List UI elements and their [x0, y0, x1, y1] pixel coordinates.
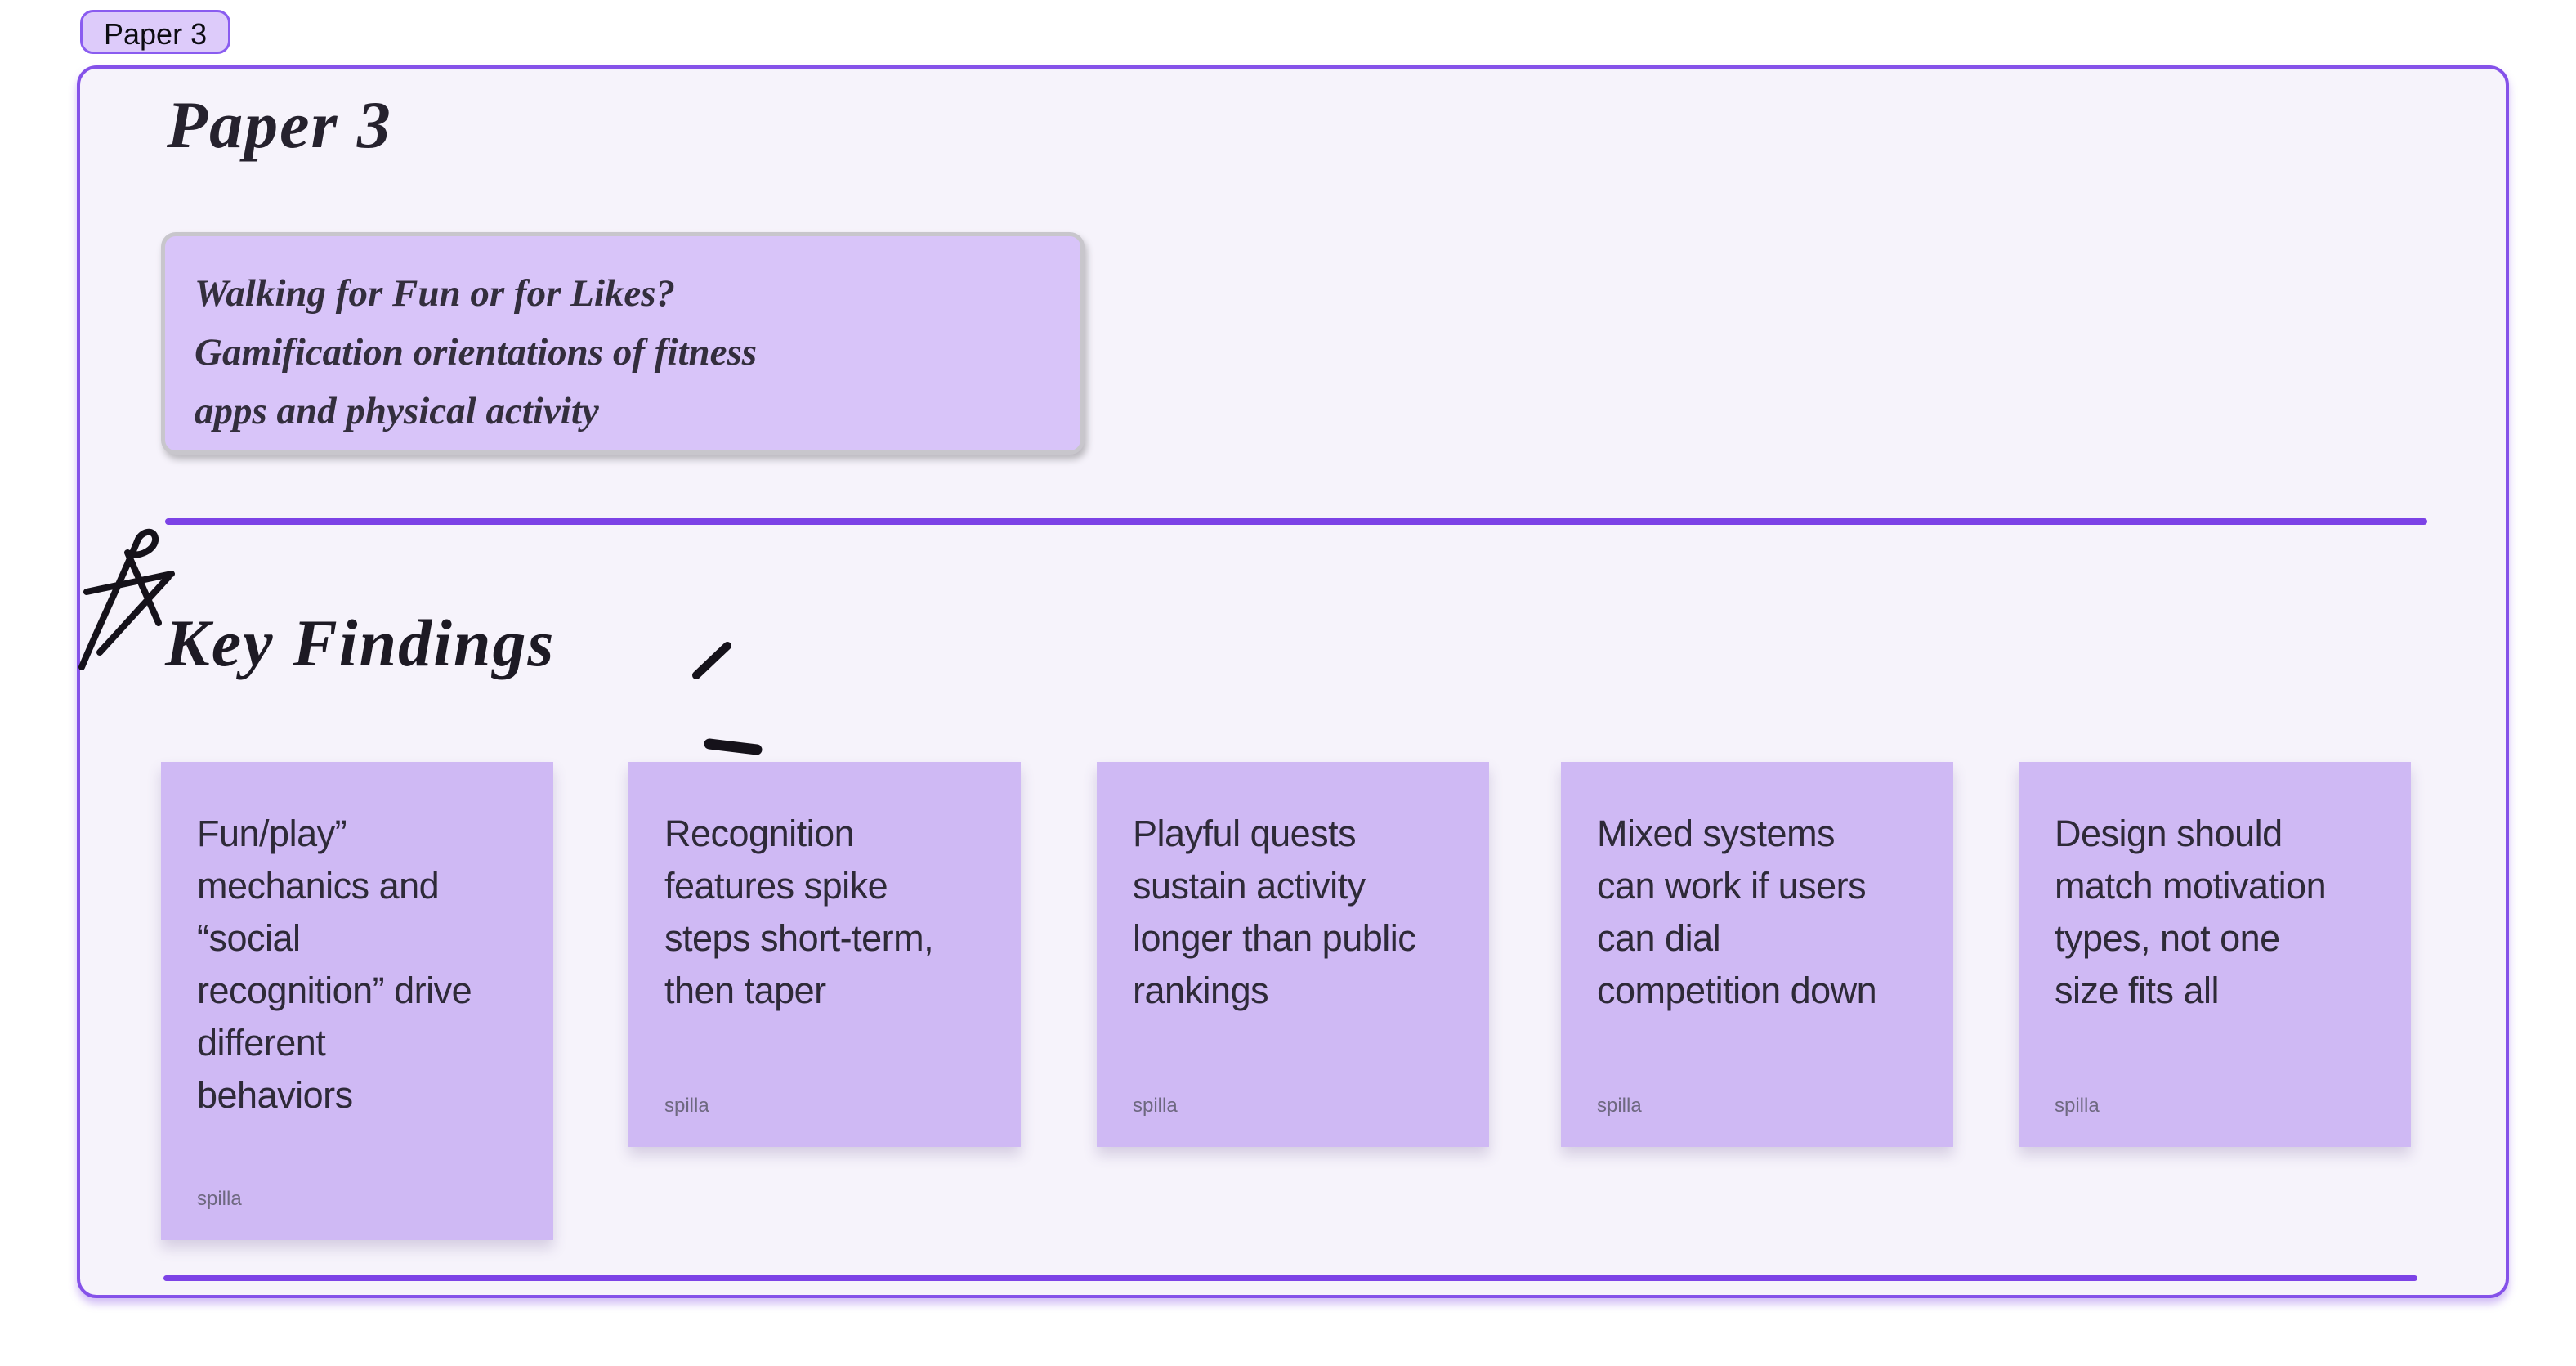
finding-line: Fun/play” — [197, 813, 347, 854]
finding-line: can work if users — [1597, 865, 1867, 907]
finding-line: recognition” drive — [197, 970, 472, 1011]
finding-card[interactable]: Fun/play” mechanics and “social recognit… — [161, 762, 553, 1240]
finding-line: different — [197, 1022, 326, 1064]
finding-card[interactable]: Recognition features spike steps short-t… — [628, 762, 1021, 1147]
finding-line: then taper — [664, 970, 826, 1011]
finding-line: Design should — [2055, 813, 2283, 854]
finding-line: mechanics and — [197, 865, 440, 907]
finding-text: Fun/play” mechanics and “social recognit… — [161, 762, 553, 1122]
note-line: apps and physical activity — [195, 390, 599, 432]
finding-line: rankings — [1133, 970, 1269, 1011]
finding-line: behaviors — [197, 1074, 353, 1116]
finding-line: sustain activity — [1133, 865, 1366, 907]
finding-line: steps short-term, — [664, 917, 934, 959]
finding-author: spilla — [664, 1095, 709, 1117]
paper-frame[interactable]: Paper 3 Walking for Fun or for Likes? Ga… — [77, 65, 2509, 1298]
note-line: Gamification orientations of fitness — [195, 331, 758, 374]
frame-label[interactable]: Paper 3 — [80, 10, 231, 54]
frame-title[interactable]: Paper 3 — [167, 87, 392, 162]
section-divider-bottom[interactable] — [163, 1275, 2417, 1281]
finding-card[interactable]: Design should match motivation types, no… — [2019, 762, 2411, 1147]
finding-text: Design should match motivation types, no… — [2019, 762, 2411, 1017]
star-doodle-icon[interactable] — [75, 523, 198, 674]
section-divider-top[interactable] — [165, 518, 2427, 525]
finding-card[interactable]: Playful quests sustain activity longer t… — [1097, 762, 1489, 1147]
finding-author: spilla — [2055, 1095, 2100, 1117]
finding-line: Recognition — [664, 813, 855, 854]
finding-line: “social — [197, 917, 301, 959]
note-line: Walking for Fun or for Likes? — [195, 272, 676, 315]
finding-line: types, not one — [2055, 917, 2280, 959]
paper-title-note[interactable]: Walking for Fun or for Likes? Gamificati… — [161, 232, 1085, 455]
finding-line: size fits all — [2055, 970, 2220, 1011]
finding-author: spilla — [1597, 1095, 1642, 1117]
finding-line: match motivation — [2055, 865, 2327, 907]
finding-line: features spike — [664, 865, 888, 907]
finding-text: Playful quests sustain activity longer t… — [1097, 762, 1489, 1017]
finding-line: competition down — [1597, 970, 1877, 1011]
finding-author: spilla — [197, 1188, 242, 1210]
finding-line: longer than public — [1133, 917, 1416, 959]
finding-text: Recognition features spike steps short-t… — [628, 762, 1021, 1017]
finding-line: can dial — [1597, 917, 1721, 959]
finding-line: Playful quests — [1133, 813, 1357, 854]
finding-card[interactable]: Mixed systems can work if users can dial… — [1561, 762, 1953, 1147]
finding-text: Mixed systems can work if users can dial… — [1561, 762, 1953, 1017]
finding-author: spilla — [1133, 1095, 1178, 1117]
paper-title-text: Walking for Fun or for Likes? Gamificati… — [165, 236, 1080, 441]
section-heading[interactable]: Key Findings — [165, 606, 556, 680]
finding-line: Mixed systems — [1597, 813, 1836, 854]
